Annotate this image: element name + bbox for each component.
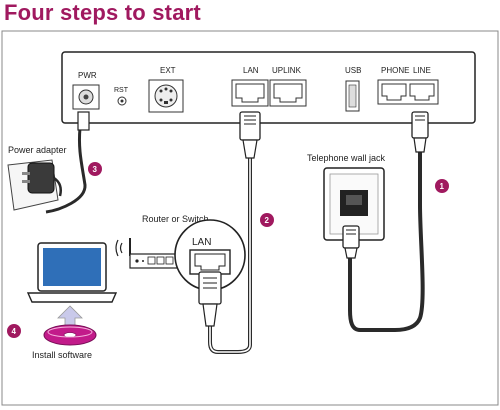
pwr-label: PWR xyxy=(78,71,97,80)
phone-label: PHONE xyxy=(381,66,409,75)
rj11-plug-router xyxy=(411,111,429,153)
phone-cable xyxy=(348,150,425,332)
power-plug xyxy=(77,111,90,131)
install-software-label: Install software xyxy=(32,350,92,360)
switch-lan-zoom: LAN xyxy=(174,219,246,291)
page-title: Four steps to start xyxy=(4,0,201,25)
svg-text:1: 1 xyxy=(440,182,445,191)
power-adapter xyxy=(7,159,62,211)
rj45-plug-switch xyxy=(198,271,222,327)
svg-text:2: 2 xyxy=(265,216,270,225)
ext-label: EXT xyxy=(160,66,176,75)
power-cable xyxy=(45,127,87,214)
uplink-label: UPLINK xyxy=(272,66,302,75)
step-3-badge: 3 xyxy=(88,162,102,176)
router-switch-label: Router or Switch xyxy=(142,214,209,224)
usb-label: USB xyxy=(345,66,361,75)
power-adapter-label: Power adapter xyxy=(8,145,67,155)
wall-jack-label: Telephone wall jack xyxy=(307,153,386,163)
step-4-badge: 4 xyxy=(7,324,21,338)
upload-arrow-icon xyxy=(57,305,83,328)
svg-text:4: 4 xyxy=(12,327,17,336)
step-2-badge: 2 xyxy=(260,213,274,227)
line-label: LINE xyxy=(413,66,431,75)
switch-lan-label: LAN xyxy=(192,237,211,248)
phone-port xyxy=(381,83,407,101)
software-cd-icon xyxy=(43,324,97,346)
svg-text:3: 3 xyxy=(93,165,98,174)
diagram-frame xyxy=(1,30,499,406)
line-port xyxy=(409,83,435,101)
rj11-plug-wall xyxy=(342,225,360,259)
router-back-panel: PWR RST EXT LAN UPLINK USB PHONE LINE xyxy=(61,51,476,124)
laptop-screen xyxy=(43,248,101,286)
lan-label: LAN xyxy=(243,66,259,75)
step-1-badge: 1 xyxy=(435,179,449,193)
rst-label: RST xyxy=(114,87,129,94)
telephone-wall-jack xyxy=(323,167,385,241)
laptop xyxy=(26,242,118,303)
rj45-plug-router xyxy=(239,111,261,159)
